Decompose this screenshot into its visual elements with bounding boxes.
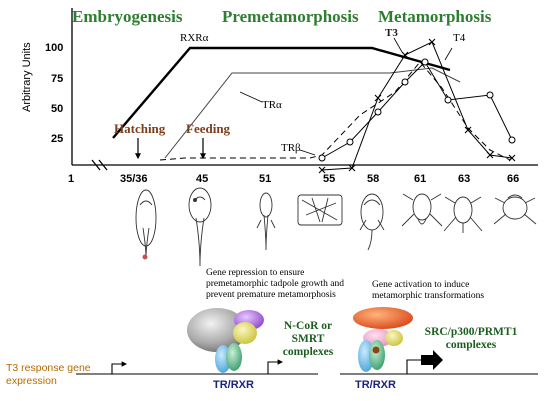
- repression-note: Gene repression to ensure premetamorphic…: [206, 268, 344, 300]
- phase-embryogenesis: Embryogenesis: [72, 7, 183, 26]
- stage-61-sketch: [401, 193, 443, 227]
- stage-55-sketch: [297, 194, 343, 226]
- x-tick-55: 55: [323, 173, 336, 185]
- coactivator-complex: [353, 307, 413, 372]
- stage-45-sketch: [188, 187, 212, 267]
- x-tick-1: 1: [68, 173, 75, 185]
- t3-markers: [318, 38, 516, 174]
- t3-response-label: T3 response gene expression: [6, 362, 91, 387]
- tr-alpha-curve: [164, 67, 461, 159]
- stage-58-sketch: [359, 193, 385, 251]
- y-tick-25: 25: [51, 133, 64, 145]
- activation-note: Gene activation to induce metamorphic tr…: [372, 280, 485, 301]
- tr-rxr-label-left: TR/RXR: [213, 379, 254, 391]
- x-tick-58: 58: [367, 173, 380, 185]
- t4-markers: [318, 58, 516, 162]
- corepressor-label: N-CoR or SMRT complexes: [282, 320, 334, 359]
- t3-label: T3: [385, 27, 398, 39]
- gene-baselines: [76, 359, 538, 375]
- t3-curve: [321, 41, 513, 171]
- x-tick-45: 45: [196, 173, 209, 185]
- tr-alpha-label: TRα: [262, 99, 282, 111]
- y-tick-75: 75: [51, 73, 64, 85]
- stage-35-sketch: [135, 189, 157, 260]
- t3-pointer: [393, 37, 403, 53]
- corepressor-complex: [187, 308, 264, 373]
- activation-arrow: [421, 350, 443, 370]
- rxr-alpha-curve: [112, 46, 451, 139]
- chart-axes: [71, 8, 538, 171]
- stage-66-sketch: [493, 194, 537, 225]
- feeding-label: Feeding: [186, 121, 231, 136]
- hatching-label: Hatching: [114, 121, 166, 136]
- x-tick-63: 63: [458, 173, 471, 185]
- rxr-alpha-label: RXRα: [180, 32, 209, 44]
- stage-51-sketch: [256, 192, 276, 251]
- t4-pointer: [444, 47, 453, 61]
- tr-beta-curve: [159, 61, 511, 161]
- coactivator-label: SRC/p300/PRMT1 complexes: [424, 326, 518, 352]
- tr-beta-pointer: [299, 149, 316, 156]
- y-tick-50: 50: [51, 103, 64, 115]
- stage-sketches: [135, 187, 537, 267]
- tr-beta-label: TRβ: [281, 142, 301, 154]
- tr-rxr-label-right: TR/RXR: [355, 379, 396, 391]
- x-tick-35-36: 35/36: [120, 173, 148, 185]
- y-axis-label: Arbitrary Units: [21, 42, 33, 112]
- tr-alpha-pointer: [239, 91, 263, 103]
- phase-premetamorphosis: Premetamorphosis: [222, 7, 359, 26]
- x-tick-61: 61: [414, 173, 427, 185]
- x-tick-66: 66: [507, 173, 520, 185]
- stage-63-sketch: [443, 196, 483, 233]
- y-tick-100: 100: [45, 42, 64, 54]
- t4-curve: [321, 61, 513, 159]
- t4-label: T4: [453, 32, 466, 44]
- phase-metamorphosis: Metamorphosis: [378, 7, 492, 26]
- x-tick-51: 51: [259, 173, 272, 185]
